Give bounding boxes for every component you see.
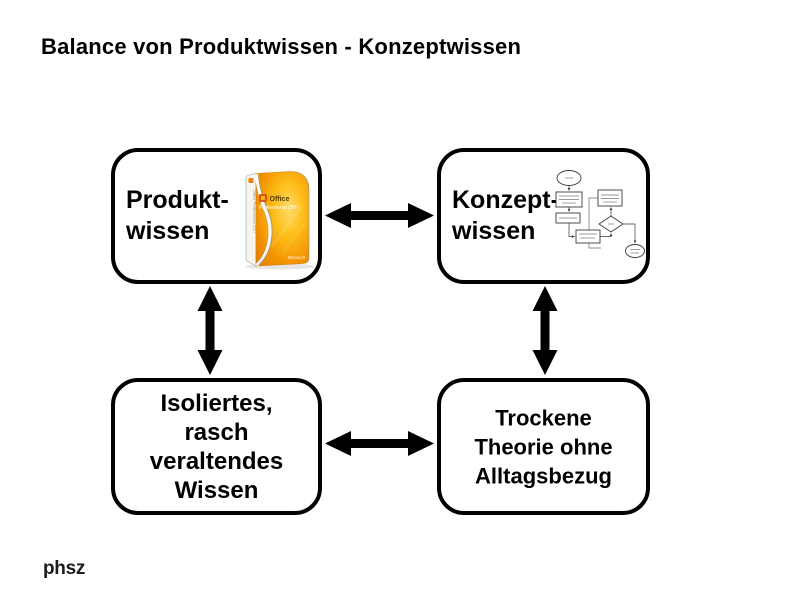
flowchart-end-ellipse [625,244,645,258]
phsz-logo: phsz [43,558,86,579]
label-line: Theorie ohne [474,434,613,459]
flowchart-text-marks [559,177,640,254]
office-box-spine: Office Professional 2007 [245,173,257,267]
arrow-isoliert-trocken [325,431,434,456]
label-line: Trockene [495,405,592,430]
flowchart-icon [555,170,645,258]
label-line: Produkt- [126,186,229,214]
label-line: Isoliertes, [160,389,273,417]
svg-text:Office Professional 2007: Office Professional 2007 [252,190,257,234]
slide-title: Balance von Produktwissen - Konzeptwisse… [41,34,522,59]
office-title-text: Office [270,196,290,203]
arrow-produkt-konzept [325,203,434,228]
trockene-theorie-label: Trockene Theorie ohne Alltagsbezug [441,403,646,490]
isoliertes-wissen-label: Isoliertes, rasch veraltendes Wissen [115,389,318,505]
label-line: Wissen [174,476,259,504]
flowchart-process-rect [597,189,623,207]
box-konzeptwissen: Konzept- wissen [437,148,650,284]
flowchart-shapes [555,170,645,258]
office-subtitle-text: Professional 2007 [259,205,299,211]
label-line: Konzept- [452,186,559,214]
box-trockene-theorie: Trockene Theorie ohne Alltagsbezug [437,378,650,515]
label-line: veraltendes [149,447,284,475]
office-box-front: Office Professional 2007 Microsoft [254,171,310,267]
label-line: wissen [452,217,536,245]
konzeptwissen-label: Konzept- wissen [452,185,559,247]
produktwissen-label: Produkt- wissen [126,185,229,247]
box-produktwissen: Produkt- wissen Office Professional 2007 [111,148,322,284]
office-brand-text: Microsoft [288,255,306,260]
office-box-icon: Office Professional 2007 Office Professi… [245,171,315,270]
arrow-produkt-isoliert [197,286,223,375]
label-line: Alltagsbezug [475,463,612,488]
label-line: rasch [184,418,249,446]
flowchart-process-rect [575,229,601,244]
box-isoliertes-wissen: Isoliertes, rasch veraltendes Wissen [111,378,322,515]
label-line: wissen [126,217,210,245]
arrow-konzept-trocken [532,286,558,375]
flowchart-connectors [567,185,637,249]
